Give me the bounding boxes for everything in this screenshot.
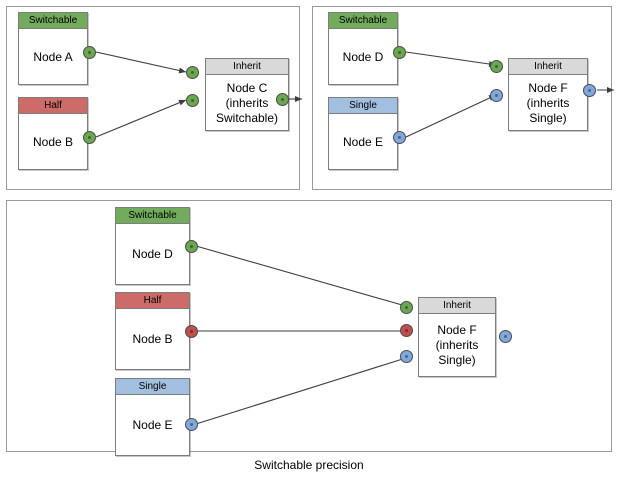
- node-c-output-port[interactable]: [276, 93, 289, 106]
- node-f-top-label: Node F (inherits Single): [526, 80, 570, 125]
- node-f2-input-port-blue[interactable]: [400, 350, 413, 363]
- node-f2[interactable]: Inherit Node F (inherits Single): [418, 297, 496, 377]
- node-f-top-input-port-blue[interactable]: [490, 89, 503, 102]
- node-f2-output-port[interactable]: [499, 330, 512, 343]
- node-e-header: Single: [329, 98, 397, 114]
- node-e2-header: Single: [116, 379, 189, 395]
- node-f-top-output-port[interactable]: [583, 84, 596, 97]
- node-d2-label: Node D: [132, 247, 173, 261]
- node-b2-output-port[interactable]: [185, 325, 198, 338]
- node-e2-output-port[interactable]: [185, 418, 198, 431]
- node-c-header: Inherit: [206, 59, 288, 75]
- node-a-label: Node A: [33, 49, 73, 64]
- node-e-output-port[interactable]: [393, 131, 406, 144]
- node-a[interactable]: Switchable Node A: [18, 12, 88, 85]
- node-a-header: Switchable: [19, 13, 87, 29]
- node-d2[interactable]: Switchable Node D: [115, 207, 190, 285]
- diagram-caption: Switchable precision: [254, 458, 364, 472]
- node-d[interactable]: Switchable Node D: [328, 12, 398, 85]
- node-b-output-port[interactable]: [83, 131, 96, 144]
- node-d2-header: Switchable: [116, 208, 189, 224]
- node-a-output-port[interactable]: [83, 46, 96, 59]
- node-f-top-input-port-green[interactable]: [490, 60, 503, 73]
- node-f2-input-port-red[interactable]: [400, 324, 413, 337]
- node-e2-label: Node E: [132, 418, 173, 432]
- node-e-label: Node E: [342, 134, 384, 149]
- node-d-header: Switchable: [329, 13, 397, 29]
- node-e[interactable]: Single Node E: [328, 97, 398, 170]
- node-b-header: Half: [19, 98, 87, 114]
- node-b2-header: Half: [116, 293, 189, 309]
- node-f-top-header: Inherit: [509, 59, 587, 75]
- node-b2[interactable]: Half Node B: [115, 292, 190, 370]
- node-d2-output-port[interactable]: [185, 240, 198, 253]
- panel-bottom: [6, 200, 612, 452]
- node-d-output-port[interactable]: [393, 46, 406, 59]
- node-b[interactable]: Half Node B: [18, 97, 88, 170]
- node-b2-label: Node B: [132, 332, 173, 346]
- node-e2[interactable]: Single Node E: [115, 378, 190, 456]
- node-c-input-port-2[interactable]: [186, 94, 199, 107]
- node-b-label: Node B: [32, 134, 74, 149]
- node-f2-label: Node F (inherits Single): [435, 323, 479, 367]
- node-f2-input-port-green[interactable]: [400, 301, 413, 314]
- node-c-input-port-1[interactable]: [186, 66, 199, 79]
- node-c[interactable]: Inherit Node C (inherits Switchable): [205, 58, 289, 131]
- node-f-top[interactable]: Inherit Node F (inherits Single): [508, 58, 588, 131]
- node-d-label: Node D: [342, 49, 384, 64]
- node-f2-header: Inherit: [419, 298, 495, 314]
- node-c-label: Node C (inherits Switchable): [215, 80, 279, 125]
